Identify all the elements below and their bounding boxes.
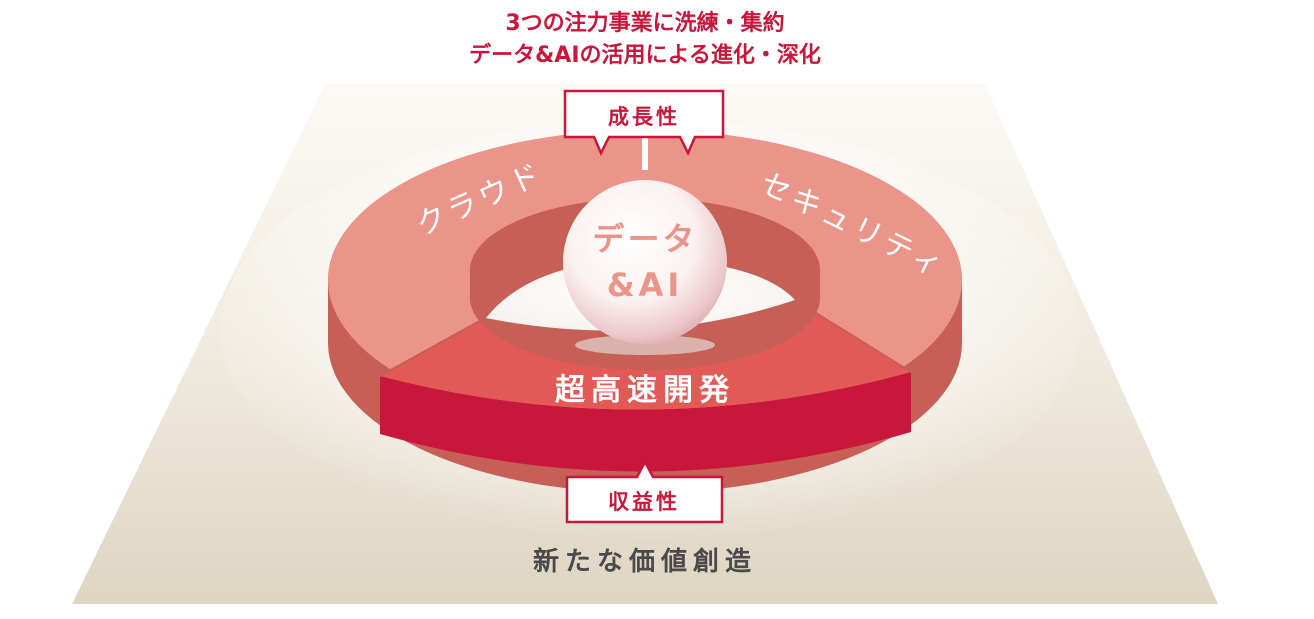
core-shadow [575, 335, 715, 355]
footer-label: 新たな価値創造 [533, 546, 757, 577]
segment-label-rapid-dev: 超高速開発 [555, 373, 735, 408]
badge-growth: 成長性 [563, 89, 725, 156]
core-sphere: データ &AI [563, 180, 727, 355]
segment-divider-right [794, 299, 912, 373]
badge-profitability: 収益性 [565, 459, 724, 524]
core-label-line2: &AI [607, 266, 684, 304]
badge-profitability-label: 収益性 [608, 490, 680, 514]
badge-profitability-box [565, 459, 724, 524]
core-label-line1: データ [592, 220, 697, 258]
badge-growth-box [563, 89, 725, 156]
badge-growth-label: 成長性 [608, 105, 680, 129]
header-line1: 3つの注力事業に洗練・集約 [505, 10, 784, 36]
segment-divider-left [379, 317, 486, 377]
ring-bottom-side-wall [380, 372, 911, 472]
core-ball [563, 180, 727, 344]
header-line2: データ&AIの活用による進化・深化 [469, 42, 821, 68]
